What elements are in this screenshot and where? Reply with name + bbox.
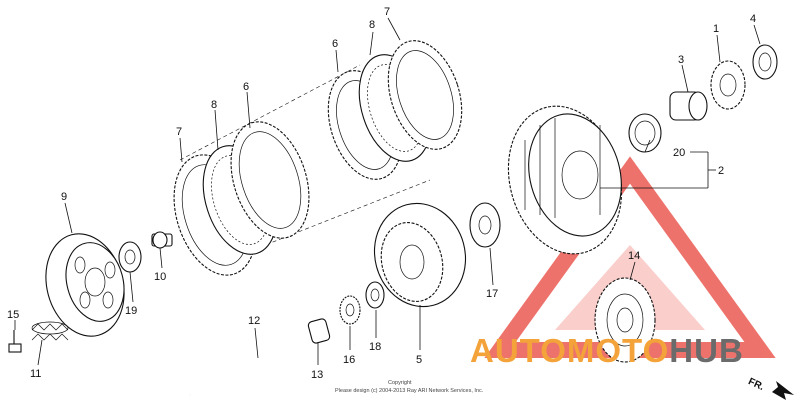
callout-19: 19	[125, 305, 137, 317]
copyright-line-1: Copyright	[388, 380, 412, 386]
assembly-guide-lines	[179, 64, 431, 256]
callout-18: 18	[369, 341, 381, 353]
front-direction-indicator: FR.	[746, 376, 794, 400]
part-20-needle-bearing	[628, 113, 662, 153]
copyright-notice: Copyright Please design (c) 2004-2013 Ra…	[335, 380, 484, 394]
callout-12: 12	[248, 315, 260, 327]
callout-16: 16	[343, 354, 355, 366]
watermark-text-automoto: AUTOMOTO	[470, 332, 669, 369]
part-7-friction-disc-rear	[387, 40, 463, 150]
svg-text:AUTOMOTOHUB: AUTOMOTOHUB	[470, 332, 744, 369]
callout-7-front: 7	[176, 126, 182, 138]
watermark-logo: AUTOMOTOHUB	[470, 332, 744, 369]
callout-15: 15	[7, 309, 19, 321]
part-16-nut	[339, 295, 361, 325]
part-6-friction-disc-front	[230, 121, 310, 239]
part-14-gear	[594, 277, 656, 363]
callout-7-rear: 7	[384, 6, 390, 18]
copyright-line-2: Please design (c) 2004-2013 Ray ARI Netw…	[335, 388, 484, 394]
callout-5: 5	[416, 354, 422, 366]
callout-8-rear: 8	[369, 19, 375, 31]
part-2-clutch-outer-housing	[507, 105, 623, 255]
part-9-pressure-plate	[45, 233, 125, 337]
callout-6-front: 6	[243, 81, 249, 93]
part-4-oil-seal	[752, 44, 778, 80]
callout-3: 3	[678, 54, 684, 66]
callout-1: 1	[713, 23, 719, 35]
part-19-bearing	[118, 241, 142, 273]
part-18-washer	[365, 281, 385, 309]
callout-9: 9	[61, 191, 67, 203]
leader-lines	[14, 17, 761, 366]
part-3-collar	[669, 91, 708, 121]
callout-14: 14	[628, 250, 640, 262]
callout-10: 10	[154, 271, 166, 283]
part-11-spring	[31, 321, 69, 341]
part-17-thrust-washer	[469, 202, 501, 248]
part-12-push-rod	[189, 343, 356, 397]
part-5-clutch-center	[373, 202, 467, 308]
callout-11: 11	[30, 368, 41, 380]
callout-2: 2	[718, 165, 724, 177]
part-13-rod-piece	[307, 318, 331, 344]
callout-6-rear: 6	[332, 38, 338, 50]
watermark-text-hub: HUB	[669, 332, 744, 369]
callout-17: 17	[486, 288, 498, 300]
callouts: 1 4 3 2 20 7 8 6 6 8 7 9 10 19 11 15 12 …	[7, 6, 756, 381]
callout-4: 4	[750, 13, 756, 25]
callout-8-front: 8	[211, 99, 217, 111]
fr-label: FR.	[746, 376, 765, 393]
callout-13: 13	[311, 369, 323, 381]
part-15-bolt	[8, 330, 22, 353]
part-1-drive-sprocket	[710, 60, 746, 110]
callout-20: 20	[673, 147, 685, 159]
front-arrow-icon	[772, 381, 794, 400]
part-10-lifter-piece	[151, 231, 173, 249]
